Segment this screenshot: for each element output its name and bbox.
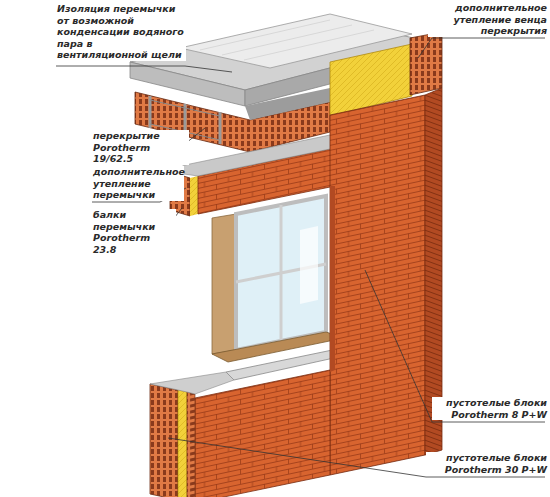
callout-label: Изоляция перемычки от возможной конденса… [56,3,186,61]
callout-label: пустотелые блоки Porotherm 8 P+W [432,397,548,420]
callout-label: балки перемычки Porotherm 23.8 [92,209,176,255]
callout-label: перекрытие Porotherm 19/62.5 [92,130,189,165]
callout-label: пустотелые блоки Porotherm 30 P+W [426,452,548,475]
callout-label: дополнительное утепление перемычки [92,166,184,201]
callout-label: дополнительное утепление венца перекрыти… [428,2,548,37]
